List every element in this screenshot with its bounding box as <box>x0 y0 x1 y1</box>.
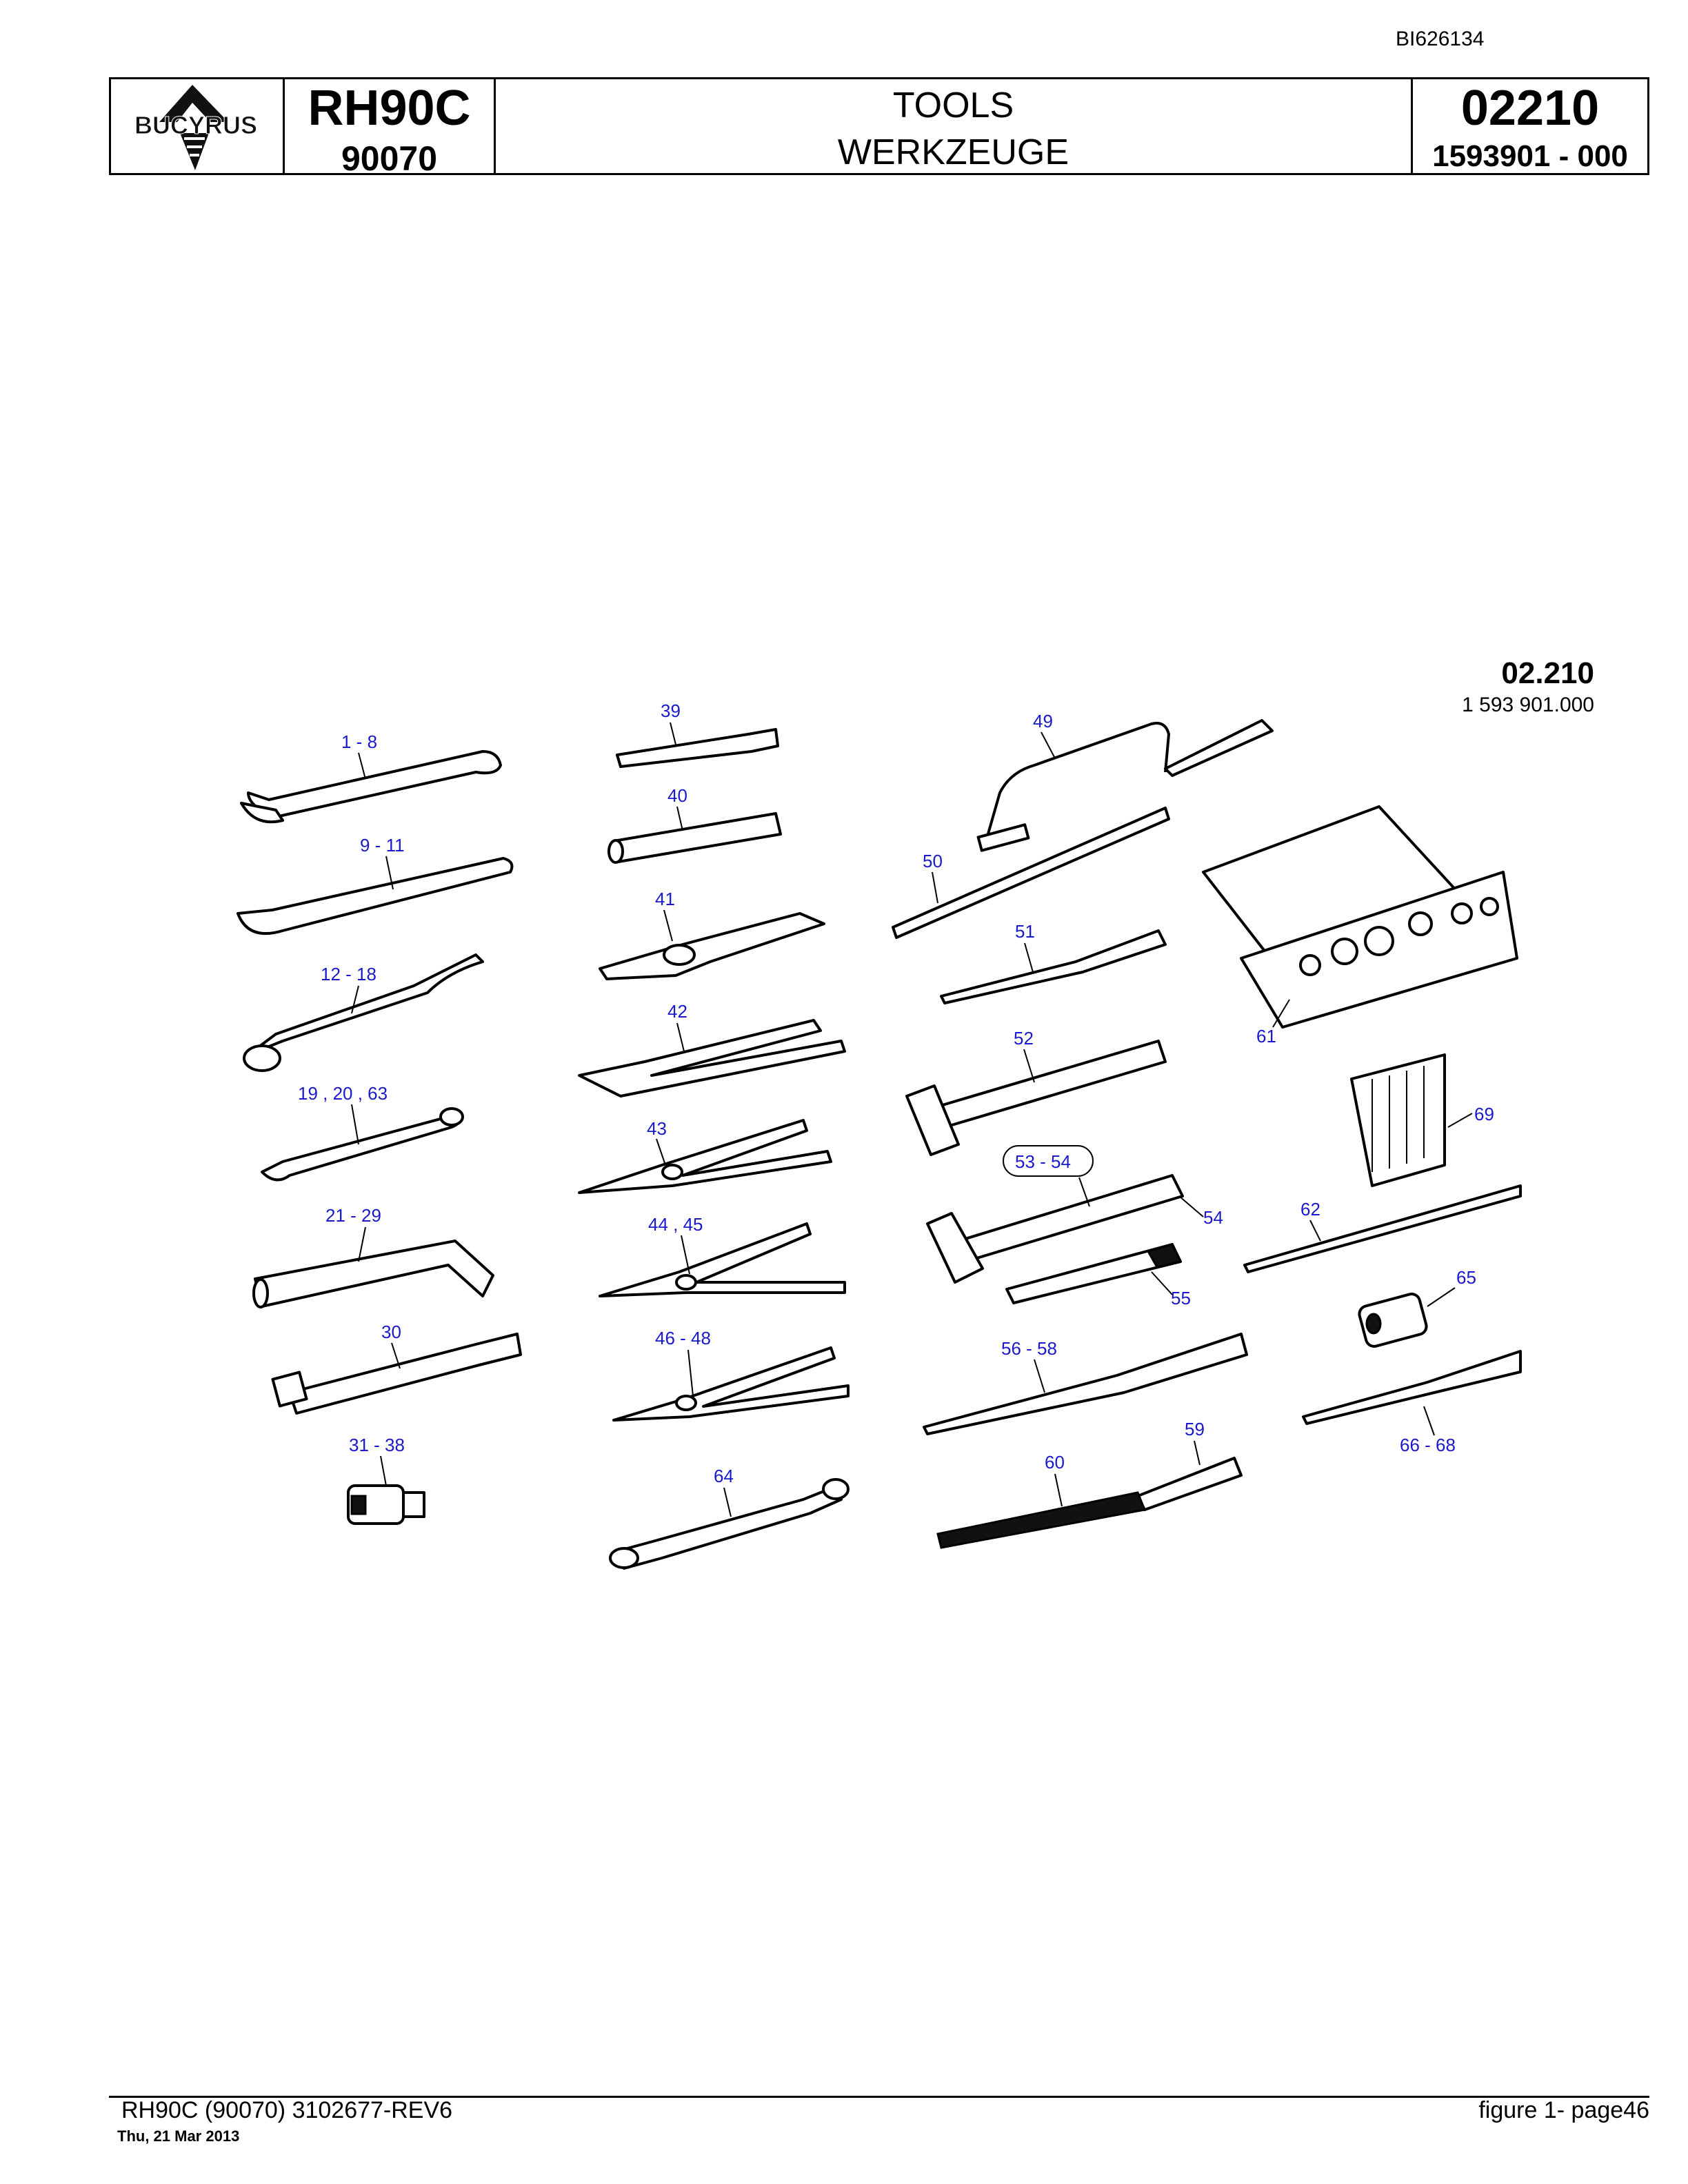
logo-text: BUCYRUS <box>134 111 257 139</box>
socket-driver-handle-icon <box>271 1333 522 1415</box>
figure-group-number: 02.210 <box>1501 656 1594 690</box>
mallet-icon <box>905 1040 1167 1156</box>
callout-30: 30 <box>381 1322 401 1342</box>
callout-55: 55 <box>1171 1288 1191 1308</box>
callout-31-38: 31 - 38 <box>349 1435 405 1455</box>
callout-54: 54 <box>1203 1207 1223 1228</box>
callout-39: 39 <box>661 700 681 721</box>
offset-ring-wrench-icon <box>243 953 484 1072</box>
file-icon <box>936 1491 1147 1549</box>
scraper-icon <box>940 929 1167 1004</box>
callouts: 1 - 8 9 - 11 12 - 18 19 , 20 , 63 21 - 2… <box>298 700 1494 1517</box>
callout-64: 64 <box>714 1466 734 1486</box>
circlip-pliers-small-icon <box>612 1346 850 1422</box>
needle-nose-pliers-icon <box>578 1119 832 1194</box>
adapter-sleeve-icon <box>1358 1293 1428 1348</box>
callout-56-58: 56 - 58 <box>1001 1338 1057 1359</box>
callout-41: 41 <box>655 889 675 909</box>
tube-icon <box>607 812 782 864</box>
callout-62: 62 <box>1300 1199 1320 1220</box>
callout-42: 42 <box>667 1001 687 1022</box>
figure-part-number: 1 593 901.000 <box>1462 694 1594 716</box>
model-number: RH90C <box>308 81 471 136</box>
callout-66-68: 66 - 68 <box>1400 1435 1456 1455</box>
callout-51: 51 <box>1015 921 1035 942</box>
extension-bar-icon <box>616 728 779 768</box>
callout-52: 52 <box>1014 1028 1034 1049</box>
offset-box-wrench-icon <box>609 1478 850 1570</box>
logo-cell: BUCYRUS <box>111 79 285 173</box>
callout-53-54: 53 - 54 <box>1015 1151 1071 1172</box>
long-wrench-icon <box>237 857 514 936</box>
title-english: TOOLS <box>892 85 1014 125</box>
callout-49: 49 <box>1033 711 1053 731</box>
hacksaw-blade-icon <box>892 807 1170 939</box>
bucyrus-logo: BUCYRUS <box>134 85 258 170</box>
group-cell: 02210 1593901 - 000 <box>1413 79 1647 173</box>
callout-60: 60 <box>1045 1452 1065 1473</box>
slip-joint-pliers-icon <box>599 912 825 980</box>
document-id: BI626134 <box>1396 28 1485 50</box>
machinist-hammer-icon <box>926 1174 1184 1284</box>
callout-40: 40 <box>667 785 687 806</box>
footer-date: Thu, 21 Mar 2013 <box>117 2127 240 2145</box>
file-handle-icon <box>1136 1457 1243 1511</box>
callout-61: 61 <box>1256 1026 1276 1046</box>
group-number: 02210 <box>1460 81 1600 136</box>
title-cell: TOOLS WERKZEUGE <box>496 79 1413 173</box>
footer-rule <box>109 2096 1649 2098</box>
socket-icon <box>347 1484 425 1525</box>
callout-65: 65 <box>1456 1267 1476 1288</box>
screwdriver-pouch-icon <box>1350 1053 1446 1187</box>
callout-19-20-63: 19 , 20 , 63 <box>298 1083 388 1104</box>
circlip-pliers-icon <box>599 1222 846 1297</box>
part-number: 1593901 - 000 <box>1432 139 1628 173</box>
callout-43: 43 <box>647 1118 667 1139</box>
footer-page-ref: figure 1- page46 <box>1478 2097 1649 2123</box>
open-end-wrench-icon <box>240 750 502 824</box>
serial-number: 90070 <box>341 139 438 178</box>
footer-document-ref: RH90C (90070) 3102677-REV6 <box>121 2097 453 2123</box>
model-cell: RH90C 90070 <box>285 79 496 178</box>
callout-1-8: 1 - 8 <box>341 731 377 752</box>
hacksaw-frame-icon <box>976 719 1274 852</box>
combination-wrench-icon <box>261 1107 464 1182</box>
callout-21-29: 21 - 29 <box>325 1205 381 1226</box>
pry-bar-icon <box>1243 1184 1522 1273</box>
callout-59: 59 <box>1185 1419 1205 1439</box>
chisel-icon <box>1005 1243 1183 1304</box>
title-block: BUCYRUS RH90C 90070 TOOLS WERKZEUGE 0221… <box>109 77 1649 178</box>
socket-set-case-icon <box>1202 805 1518 1029</box>
callout-50: 50 <box>923 851 943 871</box>
callout-44-45: 44 , 45 <box>648 1214 703 1235</box>
cross-screwdriver-icon <box>1302 1350 1522 1425</box>
title-german: WERKZEUGE <box>837 132 1069 172</box>
end-cutting-pliers-icon <box>578 1019 846 1098</box>
hex-key-icon <box>252 1240 494 1308</box>
callout-69: 69 <box>1474 1104 1494 1124</box>
callout-46-48: 46 - 48 <box>655 1328 711 1348</box>
callout-12-18: 12 - 18 <box>321 964 376 984</box>
callout-9-11: 9 - 11 <box>360 835 405 856</box>
screwdriver-icon <box>923 1333 1248 1435</box>
